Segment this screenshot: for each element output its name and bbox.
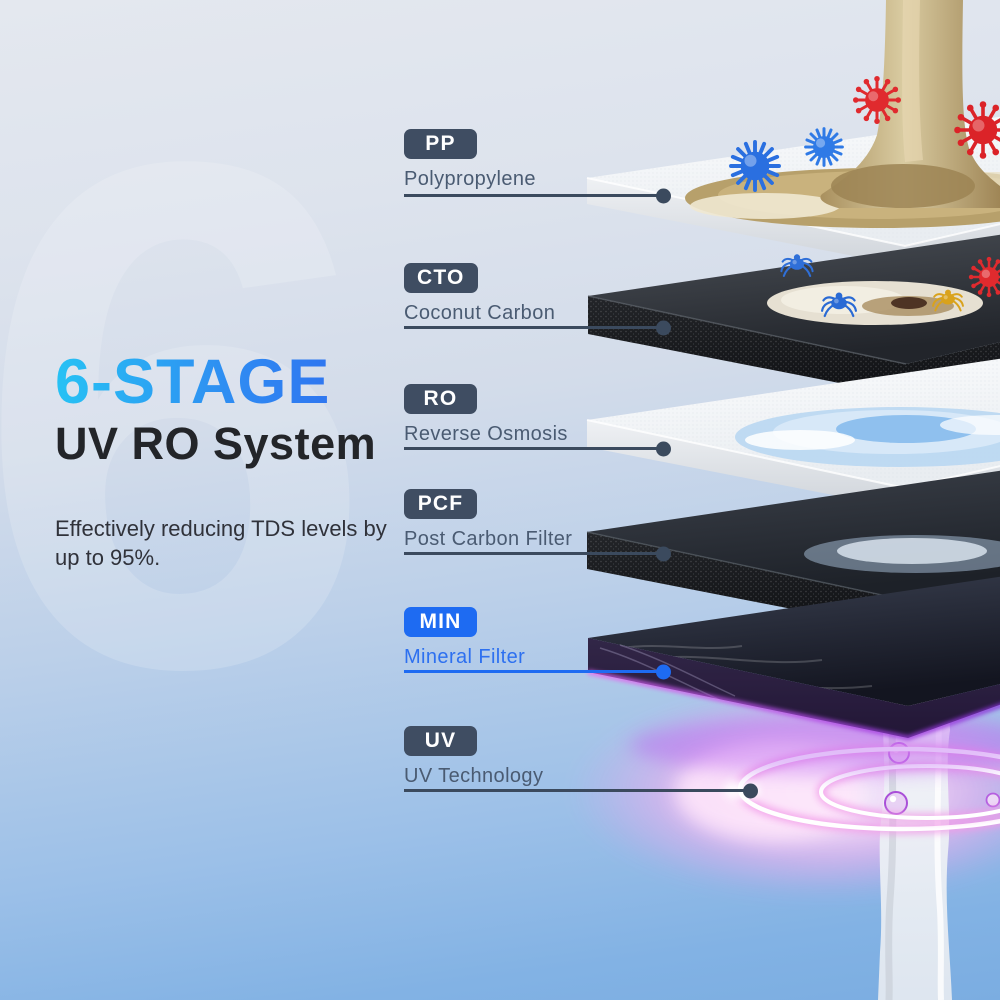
stage-badge-ro: RO — [404, 384, 477, 414]
page-description: Effectively reducing TDS levels by up to… — [55, 515, 387, 570]
leader-dot — [656, 664, 671, 679]
bacteria-icon-blue — [804, 127, 844, 167]
leader-line — [404, 664, 671, 679]
leader-line — [404, 441, 671, 456]
stage-badge-uv: UV — [404, 726, 477, 756]
stage-label-min: MIN Mineral Filter — [404, 607, 764, 679]
leader-dot — [743, 783, 758, 798]
min-filter-layer — [587, 576, 1000, 741]
leader-dot — [656, 546, 671, 561]
page-subtitle: UV RO System — [55, 418, 377, 470]
stage-badge-cto: CTO — [404, 263, 478, 293]
stage-badge-pcf: PCF — [404, 489, 477, 519]
leader-line — [404, 783, 758, 798]
page-title: 6-STAGE — [55, 350, 455, 415]
stage-name-ro: Reverse Osmosis — [404, 423, 568, 445]
ro-clean-splash — [735, 407, 1000, 467]
stage-label-uv: UV UV Technology — [404, 726, 764, 798]
leader-line — [404, 188, 671, 203]
stage-name-min: Mineral Filter — [404, 646, 526, 668]
leader-line — [404, 546, 671, 561]
leader-dot — [656, 320, 671, 335]
stage-badge-min: MIN — [404, 607, 477, 637]
leader-dot — [656, 441, 671, 456]
stage-name-pcf: Post Carbon Filter — [404, 528, 573, 550]
stage-badge-pp: PP — [404, 129, 477, 159]
background-watermark-6: 6 — [0, 12, 376, 817]
leader-line — [404, 320, 671, 335]
stage-label-pp: PP Polypropylene — [404, 129, 764, 203]
stage-label-cto: CTO Coconut Carbon — [404, 263, 764, 335]
stage-label-ro: RO Reverse Osmosis — [404, 384, 764, 456]
stage-name-uv: UV Technology — [404, 765, 544, 787]
stage-name-pp: Polypropylene — [404, 168, 536, 190]
headline-block: 6-STAGE UV RO System Effectively reducin… — [55, 350, 455, 572]
leader-dot — [656, 188, 671, 203]
stage-name-cto: Coconut Carbon — [404, 302, 556, 324]
dirty-water-stream — [820, 0, 1000, 208]
stage-label-pcf: PCF Post Carbon Filter — [404, 489, 764, 561]
pcf-splash — [804, 535, 1000, 573]
